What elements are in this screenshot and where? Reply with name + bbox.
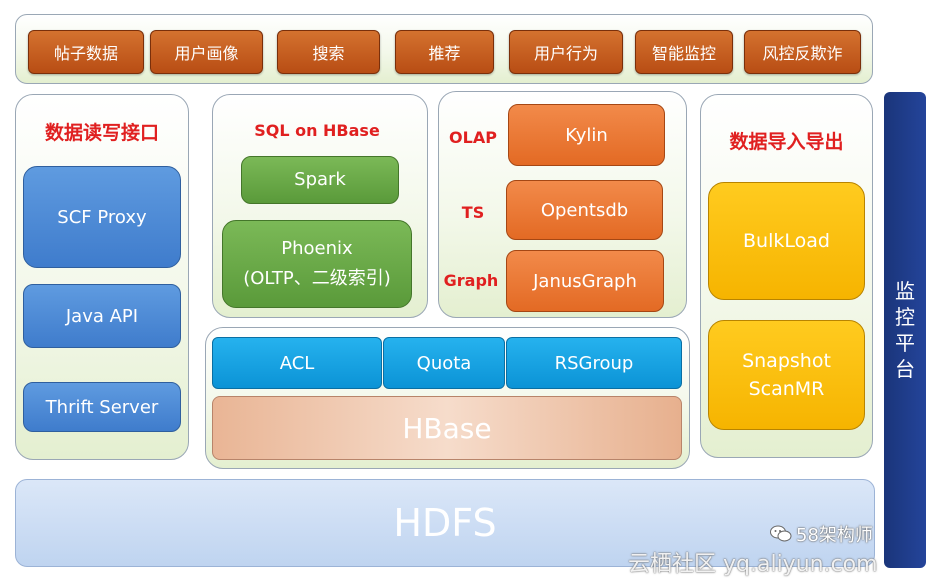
wechat-watermark: 58架构师 xyxy=(770,522,910,546)
java-api-box[interactable]: Java API xyxy=(23,284,181,348)
spark-box[interactable]: Spark xyxy=(241,156,399,204)
hbase-box[interactable]: HBase xyxy=(212,396,682,460)
site-watermark: 云栖社区 yq.aliyun.com xyxy=(628,552,878,577)
monitoring-platform-bar[interactable]: 监 控 平 台 xyxy=(884,92,926,568)
app-user-profile[interactable]: 用户画像 xyxy=(150,30,263,74)
ts-label: TS xyxy=(461,203,485,222)
bulkload-box[interactable]: BulkLoad xyxy=(708,182,865,300)
app-search[interactable]: 搜索 xyxy=(277,30,380,74)
graph-label: Graph xyxy=(443,271,499,290)
snapshot-scanmr-box[interactable]: Snapshot ScanMR xyxy=(708,320,865,430)
scf-proxy-box[interactable]: SCF Proxy xyxy=(23,166,181,268)
app-recommend[interactable]: 推荐 xyxy=(395,30,494,74)
app-smart-monitoring[interactable]: 智能监控 xyxy=(635,30,733,74)
opentsdb-box[interactable]: Opentsdb xyxy=(506,180,663,240)
sql-on-hbase-title: SQL on HBase xyxy=(254,121,380,140)
thrift-server-box[interactable]: Thrift Server xyxy=(23,382,181,432)
import-export-title: 数据导入导出 xyxy=(729,131,844,153)
app-user-behavior[interactable]: 用户行为 xyxy=(509,30,623,74)
hdfs-box[interactable]: HDFS xyxy=(15,479,875,567)
phoenix-box[interactable]: Phoenix (OLTP、二级索引) xyxy=(222,220,412,308)
app-risk-control[interactable]: 风控反欺诈 xyxy=(744,30,861,74)
acl-box[interactable]: ACL xyxy=(212,337,382,389)
kylin-box[interactable]: Kylin xyxy=(508,104,665,166)
quota-box[interactable]: Quota xyxy=(383,337,505,389)
rsgroup-box[interactable]: RSGroup xyxy=(506,337,682,389)
data-rw-title: 数据读写接口 xyxy=(44,122,159,144)
janusgraph-box[interactable]: JanusGraph xyxy=(506,250,664,312)
wechat-account-name: 58架构师 xyxy=(796,525,873,546)
app-post-data[interactable]: 帖子数据 xyxy=(28,30,144,74)
wechat-icon xyxy=(770,525,792,543)
olap-label: OLAP xyxy=(449,128,497,147)
